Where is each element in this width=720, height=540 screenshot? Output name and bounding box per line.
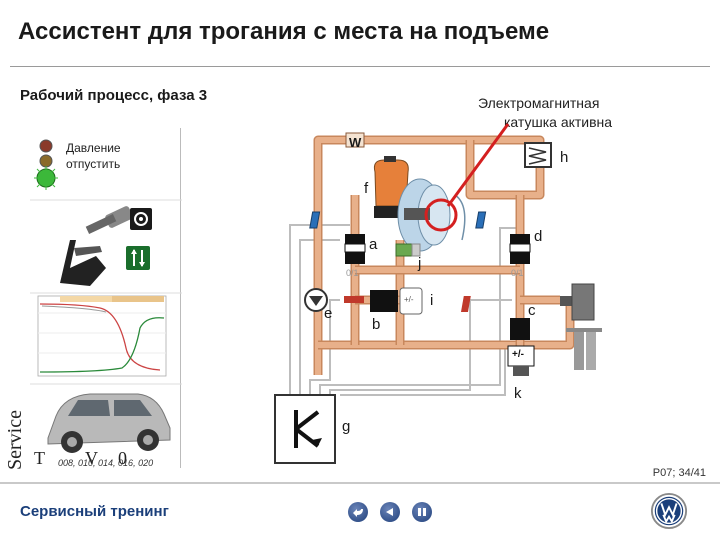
label-w: W xyxy=(349,135,362,150)
pause-button[interactable] xyxy=(412,502,432,522)
vw-logo-icon xyxy=(650,492,688,530)
left-panel xyxy=(30,139,182,453)
spring-component-icon xyxy=(524,142,552,168)
triangle-left-icon xyxy=(386,508,393,516)
w-sensor-icon xyxy=(345,132,365,148)
valve-k-icon xyxy=(507,345,535,376)
indicator-line2: отпустить xyxy=(66,157,121,171)
previous-button[interactable] xyxy=(380,502,400,522)
page-subtitle: Рабочий процесс, фаза 3 xyxy=(20,87,208,104)
footer-divider xyxy=(0,482,720,484)
service-vertical-text: Service xyxy=(4,410,27,470)
coil-annotation-line1: Электромагнитная xyxy=(478,95,600,111)
label-f: f xyxy=(364,180,369,197)
label-i: i xyxy=(430,292,434,309)
pressure-sensor-j-icon xyxy=(395,243,421,257)
title-divider xyxy=(10,66,710,67)
footnote: 008, 010, 014, 016, 020 xyxy=(58,458,154,468)
vertical-line2: T xyxy=(34,448,45,468)
label-j: j xyxy=(418,255,422,272)
coil-annotation-line2: катушка активна xyxy=(504,114,613,130)
wheel-brake-icon xyxy=(560,283,602,370)
page-title: Ассистент для трогания с места на подъем… xyxy=(18,18,550,45)
label-c: c xyxy=(528,302,536,319)
back-button[interactable] xyxy=(348,502,368,522)
foot-pedal-icon xyxy=(60,240,150,286)
label-h: h xyxy=(560,149,569,166)
coil-pointer xyxy=(446,123,510,207)
label-d: d xyxy=(534,228,543,245)
clutch-pedal-icon xyxy=(85,206,152,234)
vertical-line3: V xyxy=(85,448,98,468)
valve-c-icon xyxy=(460,296,530,340)
label-k: k xyxy=(514,385,522,402)
label-a: a xyxy=(369,236,378,253)
label-g: g xyxy=(342,418,351,435)
left-panel-divider xyxy=(180,128,181,468)
pause-icon xyxy=(418,508,426,516)
footer-title: Сервисный тренинг xyxy=(20,503,169,520)
pump-e-icon xyxy=(304,288,328,312)
label-b: b xyxy=(372,316,381,333)
valve-a-state: 0/1 xyxy=(346,268,359,278)
page-number: P07; 34/41 xyxy=(652,467,706,479)
process-graph xyxy=(37,295,167,377)
vertical-line1: Service xyxy=(4,410,26,470)
traffic-light-icon xyxy=(34,139,58,190)
return-icon xyxy=(353,509,363,517)
indicator-text: Давление отпустить xyxy=(66,140,121,172)
valve-i-state: +/- xyxy=(404,295,414,304)
valve-k-state: +/- xyxy=(512,349,524,360)
valve-d-state: 0/1 xyxy=(511,268,524,278)
valve-a-icon xyxy=(309,211,366,264)
brake-booster-icon xyxy=(397,178,466,252)
valve-b-icon xyxy=(344,290,398,312)
indicator-line1: Давление xyxy=(66,141,121,155)
valve-d-icon xyxy=(475,211,531,264)
label-e: e xyxy=(324,305,333,322)
vertical-line4: 0 xyxy=(118,448,127,468)
coil-annotation: Электромагнитная катушка активна xyxy=(478,94,648,132)
brake-reservoir-icon xyxy=(373,156,409,218)
control-wires xyxy=(289,224,518,396)
control-unit-g-icon xyxy=(274,394,336,464)
valve-i-icon xyxy=(399,287,423,315)
car-image xyxy=(47,393,171,453)
